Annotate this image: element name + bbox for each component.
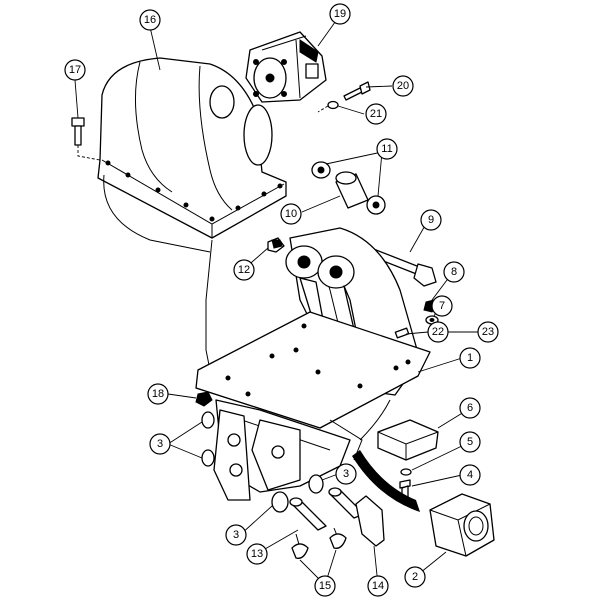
lock-nut-upper	[267, 237, 285, 253]
mounting-plate	[195, 311, 431, 429]
callout-label: 6	[467, 402, 473, 414]
callout-7: 7	[431, 295, 453, 317]
callout-label: 4	[467, 469, 473, 481]
callout-label: 23	[482, 326, 494, 338]
callout-label: 22	[432, 326, 444, 338]
callout-2: 2	[404, 566, 426, 588]
mount-washer	[400, 468, 412, 476]
callout-5: 5	[459, 431, 481, 453]
callout-20: 20	[392, 75, 414, 97]
callout-19: 19	[329, 3, 351, 25]
callout-label: 20	[397, 80, 409, 92]
callout-10: 10	[280, 203, 302, 225]
mount-block	[429, 493, 495, 557]
callout-3: 3	[225, 524, 247, 546]
pump-washer	[327, 100, 339, 110]
callout-8: 8	[443, 261, 465, 283]
callout-23: 23	[477, 321, 499, 343]
bushing-3-left-upper	[201, 411, 215, 429]
callout-label: 14	[372, 580, 384, 592]
leader-lines	[74, 17, 467, 586]
callout-17: 17	[64, 59, 86, 81]
callout-12: 12	[233, 259, 255, 281]
housing-bolt	[71, 117, 85, 146]
callout-label: 10	[285, 208, 297, 220]
callout-21: 21	[365, 103, 387, 125]
callout-16: 16	[139, 9, 161, 31]
callout-13: 13	[246, 543, 268, 565]
bushing-3-right	[308, 474, 324, 494]
callout-label: 17	[69, 64, 81, 76]
pump-bolt	[343, 81, 371, 101]
spacer-sleeve	[335, 171, 369, 209]
callout-15: 15	[314, 575, 336, 597]
callout-22: 22	[427, 321, 449, 343]
callout-label: 12	[238, 264, 250, 276]
callout-label: 1	[467, 352, 473, 364]
callout-3: 3	[149, 433, 171, 455]
callout-label: 3	[233, 529, 239, 541]
callout-label: 21	[370, 108, 382, 120]
bushing-lower	[366, 195, 386, 215]
callout-label: 19	[334, 8, 346, 20]
callout-label: 15	[319, 580, 331, 592]
callout-1: 1	[459, 347, 481, 369]
callout-18: 18	[147, 383, 169, 405]
gearbox-housing	[97, 57, 287, 253]
callout-11: 11	[376, 138, 398, 160]
callout-label: 2	[412, 571, 418, 583]
lynch-pin-right	[329, 527, 347, 549]
background-frame-outline	[205, 239, 213, 371]
lynch-pin-left	[291, 533, 309, 559]
lower-frame	[213, 399, 391, 501]
callout-label: 7	[439, 300, 445, 312]
callout-4: 4	[459, 464, 481, 486]
nut-18	[195, 391, 213, 407]
bushing-3-bottom	[271, 491, 289, 513]
hydraulic-pump	[245, 31, 327, 103]
callout-label: 5	[467, 436, 473, 448]
callout-3: 3	[335, 463, 357, 485]
callout-label: 13	[251, 548, 263, 560]
callout-label: 8	[451, 266, 457, 278]
callout-14: 14	[367, 575, 389, 597]
callout-label: 18	[152, 388, 164, 400]
callout-label: 9	[428, 214, 434, 226]
callout-label: 11	[381, 143, 392, 155]
hinge-pin-left	[289, 497, 327, 531]
bushing-3-left-lower	[201, 449, 215, 467]
callout-label: 3	[157, 438, 163, 450]
retaining-plate	[355, 495, 385, 547]
callout-label: 16	[144, 14, 156, 26]
callout-6: 6	[459, 397, 481, 419]
bushing-upper	[311, 161, 331, 179]
callout-label: 3	[343, 468, 349, 480]
callout-9: 9	[420, 209, 442, 231]
assembly-arrow	[352, 450, 420, 512]
rubber-mount	[377, 419, 439, 461]
